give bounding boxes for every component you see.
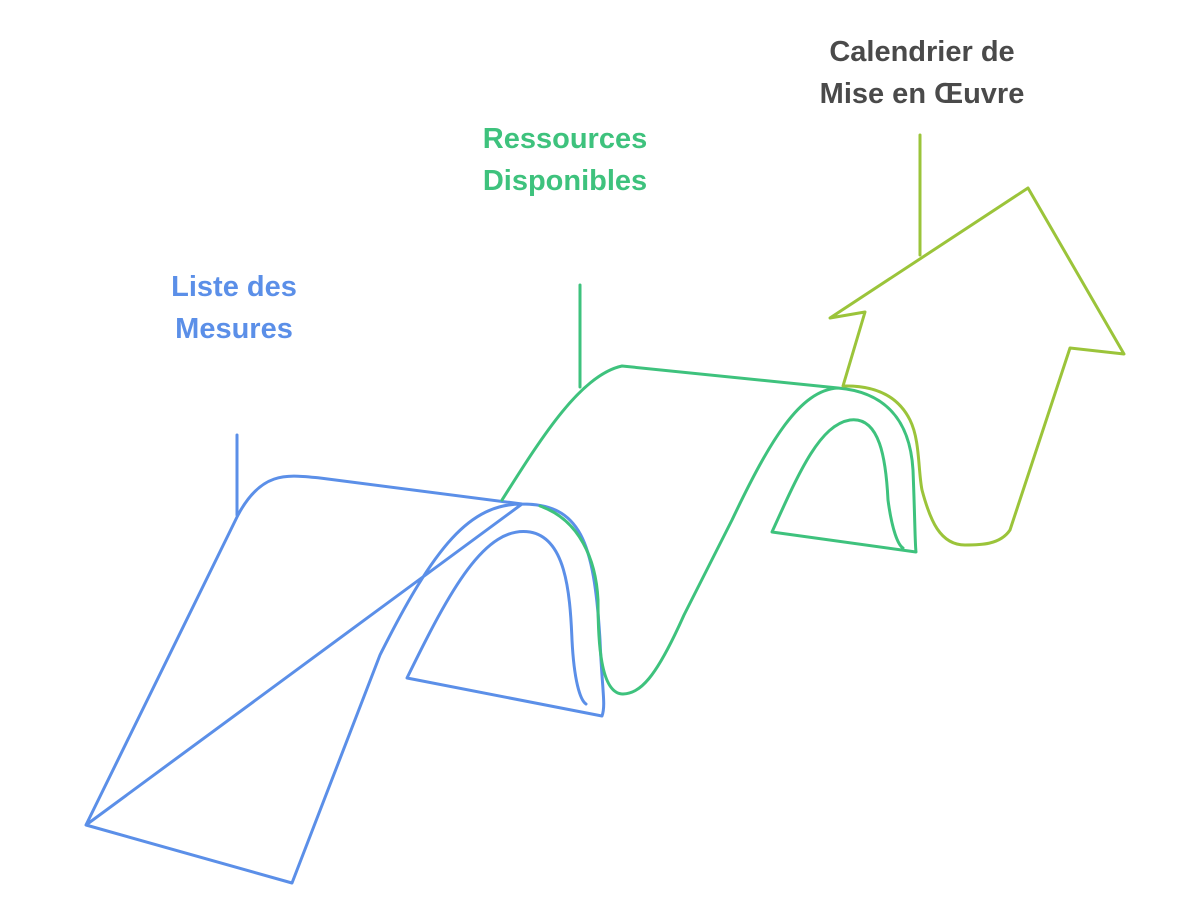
arrow-shape — [828, 186, 1126, 547]
step-label-schedule-line1: Calendrier de — [829, 36, 1015, 68]
step-label-resources-line1: Ressources — [482, 123, 648, 155]
ribbon-segment-1 — [84, 433, 606, 885]
step-label-schedule: Calendrier de Mise en Œuvre — [820, 31, 1025, 115]
ribbon-arrow — [828, 133, 1126, 547]
step-label-measures: Liste des Mesures — [171, 266, 297, 350]
step-label-measures-line2: Mesures — [175, 313, 293, 345]
step-label-measures-line1: Liste des — [171, 271, 297, 303]
ribbon-segment-1-shape — [84, 474, 606, 885]
ribbon-segment-2-shape — [500, 364, 918, 696]
step-label-resources: Ressources Disponibles — [483, 118, 647, 202]
ribbon-segment-2 — [500, 283, 918, 696]
step-label-resources-line2: Disponibles — [482, 165, 648, 197]
step-label-schedule-line2: Mise en Œuvre — [819, 78, 1025, 110]
